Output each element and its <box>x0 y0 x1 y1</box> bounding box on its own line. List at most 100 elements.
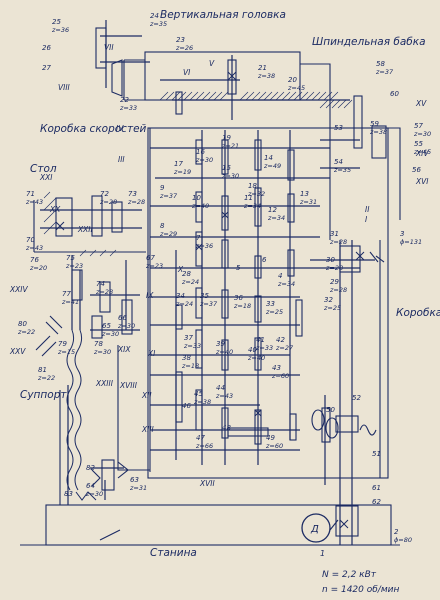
gear-number-45: 45 <box>194 390 203 398</box>
shaft-label-xxi: XXI <box>39 173 53 182</box>
gear-teeth-34: z=24 <box>175 300 193 308</box>
gear-teeth-81: z=22 <box>37 374 55 382</box>
gear-number-16: 16 <box>196 148 205 156</box>
gear-teeth-11: z=34 <box>243 202 261 210</box>
gear-teeth-77: z=41 <box>61 298 79 306</box>
gear-teeth-12: z=34 <box>267 214 285 222</box>
gear-teeth-78: z=30 <box>93 348 111 356</box>
gear-number-31: 31 <box>330 230 339 238</box>
gear-number-26: 26 <box>42 44 51 52</box>
motor <box>301 513 331 543</box>
gear-number-22: 22 <box>120 96 129 104</box>
gear-number-66: 66 <box>118 314 127 322</box>
gear-teeth-79: z=15 <box>57 348 75 356</box>
gear-number-30: 30 <box>326 256 335 264</box>
shaft-label-xvi: XVI <box>415 177 429 186</box>
gear-number-55: 55 <box>414 140 423 148</box>
motor-symbol: Д <box>310 524 319 535</box>
gear-teeth-18: z=32 <box>247 190 265 198</box>
gear-teeth-29: z=28 <box>329 286 347 294</box>
pulleys <box>311 251 385 439</box>
gear-number-60: 60 <box>390 90 399 98</box>
gear-teeth-58: z=37 <box>375 68 394 76</box>
gear-teeth-42: z=27 <box>275 344 294 352</box>
gear-teeth-74: z=28 <box>95 288 113 296</box>
gear-teeth-43: z=60 <box>271 372 289 380</box>
gear-teeth-76: z=20 <box>29 264 47 272</box>
shaft-label-xiv: XIV <box>415 149 429 158</box>
gear-teeth-59: z=38 <box>369 128 387 136</box>
gear-number-51: 51 <box>372 450 381 458</box>
gear-number-40: 40 <box>248 346 257 354</box>
gear-teeth-7: z=36 <box>195 242 213 250</box>
gear-number-82: 82 <box>86 464 95 472</box>
gear-number-10: 10 <box>192 194 201 202</box>
gear-blocks <box>55 27 387 537</box>
gear-number-44: 44 <box>216 384 225 392</box>
gear-teeth-4: z=34 <box>277 280 295 288</box>
gear-number-38: 38 <box>182 354 191 362</box>
gear-teeth-65: z=30 <box>101 330 119 338</box>
shaft-label-xxiv: XXIV <box>9 285 28 294</box>
title-bed: Станина <box>150 547 197 559</box>
gear-number-83: 83 <box>64 490 73 498</box>
clutch-marks <box>55 71 365 529</box>
motor-power: N = 2,2 кВт <box>322 570 377 580</box>
gear-number-5: 5 <box>236 264 241 272</box>
gear-teeth-24: z=35 <box>149 20 167 28</box>
gear-teeth-66: z=30 <box>117 322 135 330</box>
gear-number-2: 2 <box>394 528 399 536</box>
gear-number-9: 9 <box>160 184 165 192</box>
gear-teeth-55: z=45 <box>413 148 431 156</box>
shaft-label-xx: XX <box>49 205 61 214</box>
gear-number-7: 7 <box>196 234 201 242</box>
gear-number-72: 72 <box>100 190 109 198</box>
gear-number-63: 63 <box>130 476 139 484</box>
title-head: Вертикальная головка <box>160 9 286 21</box>
gear-teeth-67: z=23 <box>145 262 163 270</box>
gear-number-19: 19 <box>222 134 231 142</box>
gear-number-17: 17 <box>174 160 183 168</box>
hatched-regions <box>43 91 353 257</box>
gear-number-53: 53 <box>334 124 343 132</box>
shaft-label-xi: XI <box>147 349 156 358</box>
gear-teeth-75: z=23 <box>65 262 83 270</box>
gear-number-43: 43 <box>272 364 281 372</box>
gear-teeth-13: z=31 <box>299 198 317 206</box>
gear-teeth-45: z=38 <box>193 398 211 406</box>
gear-teeth-2: ϕ=80 <box>394 536 412 544</box>
gear-number-80: 80 <box>18 320 27 328</box>
gear-number-3: 3 <box>400 230 404 238</box>
title-support: Суппорт <box>20 389 67 401</box>
gear-teeth-35: z=37 <box>199 300 218 308</box>
gear-teeth-72: z=28 <box>99 198 117 206</box>
shaft-label-viii: VIII <box>58 83 71 92</box>
gear-number-48: 48 <box>222 424 231 432</box>
shaft-label-xiii: XIII <box>141 425 155 434</box>
gear-teeth-19: z=21 <box>221 142 239 150</box>
shaft-label-vii: VII <box>104 43 114 52</box>
motor-speed: n = 1420 об/мин <box>322 585 399 595</box>
shaft-label-xii: XII <box>141 391 152 400</box>
gear-number-77: 77 <box>62 290 71 298</box>
gear-teeth-36: z=18 <box>233 302 251 310</box>
gear-number-76: 76 <box>30 256 39 264</box>
gear-teeth-40: z=40 <box>247 354 265 362</box>
shaft-roman-labels: IIIIIIIVVVIVIIVIIIIXXXIXIIXIIIXIVXVXVIXV… <box>9 43 429 488</box>
gear-teeth-80: z=22 <box>17 328 35 336</box>
gear-teeth-8: z=29 <box>159 230 177 238</box>
gear-number-74: 74 <box>96 280 105 288</box>
title-feed-box: Коробка подач <box>396 307 440 319</box>
gear-teeth-37: z=33 <box>183 342 201 350</box>
gear-teeth-63: z=31 <box>129 484 147 492</box>
gear-teeth-17: z=19 <box>173 168 191 176</box>
gear-number-54: 54 <box>334 158 343 166</box>
gear-teeth-32: z=25 <box>323 304 341 312</box>
casing-lines <box>20 51 401 546</box>
gear-teeth-64: z=30 <box>85 490 103 498</box>
gear-number-70: 70 <box>26 236 35 244</box>
shaft-label-iv: IV <box>116 124 124 133</box>
gear-number-33: 33 <box>266 300 275 308</box>
